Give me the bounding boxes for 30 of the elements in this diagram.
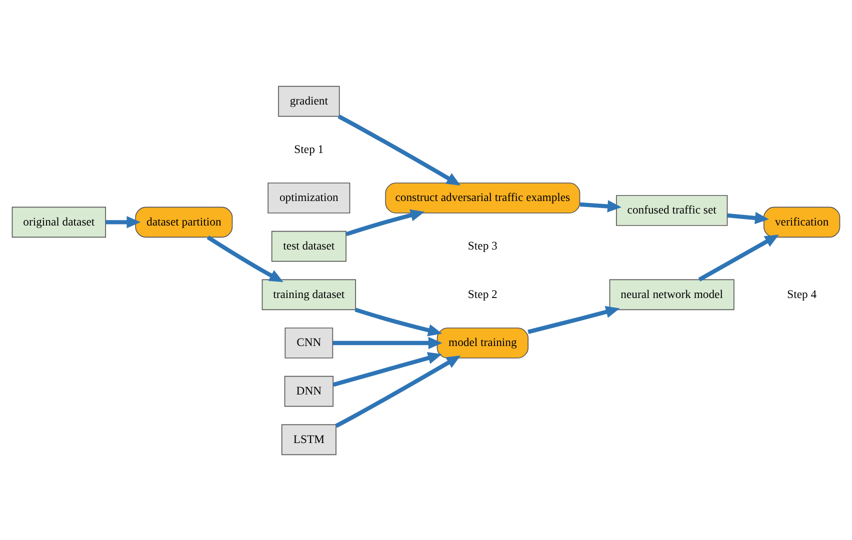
label: Step 1 [294, 142, 324, 156]
node-box: original dataset [12, 206, 106, 238]
node-box: test dataset [271, 230, 346, 262]
node-box: confused traffic set [616, 194, 728, 226]
label: Step 3 [468, 238, 498, 252]
node-box: optimization [268, 182, 350, 213]
node-box: verification [764, 206, 840, 238]
node-box: construct adversarial traffic examples [385, 182, 580, 213]
arrow [528, 306, 620, 334]
arrow [580, 200, 622, 212]
node-box: gradient [278, 85, 340, 116]
arrow [698, 234, 779, 281]
arrow [727, 211, 769, 224]
label: Step 4 [787, 287, 817, 300]
arrow [354, 307, 442, 336]
node-box: DNN [284, 375, 334, 406]
arrow [335, 355, 461, 428]
label: Step 2 [468, 287, 498, 300]
node-box: neural network model [609, 278, 734, 310]
arrow [332, 352, 442, 386]
node-box: LSTM [281, 424, 336, 455]
node-box: training dataset [262, 278, 356, 310]
arrow [106, 216, 141, 228]
node-box: dataset partition [135, 206, 233, 238]
node-box: model training [436, 327, 528, 358]
arrow [332, 336, 442, 349]
arrow [346, 208, 425, 236]
arrow [206, 234, 284, 282]
arrow [338, 114, 461, 185]
node-box: CNN [284, 327, 334, 358]
